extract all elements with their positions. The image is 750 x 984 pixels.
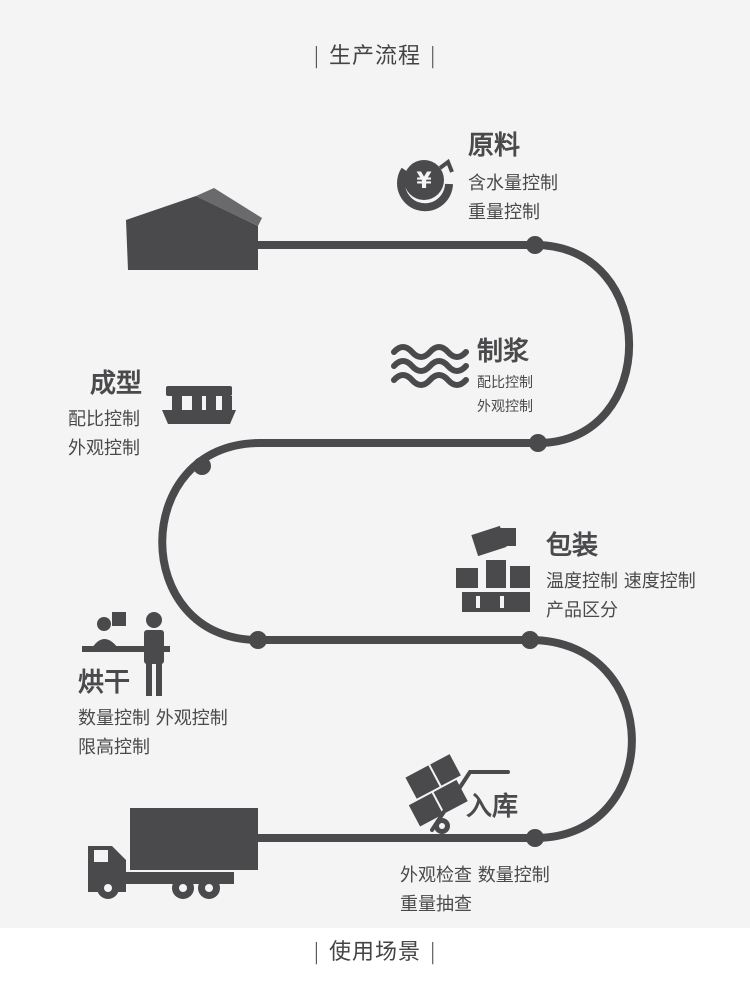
- factory-icon: [126, 188, 262, 270]
- step-title: 包装: [546, 531, 599, 561]
- step-raw-material: 原料 含水量控制 重量控制: [468, 133, 558, 227]
- step-detail: 限高控制: [78, 737, 150, 758]
- divider-right: |: [429, 44, 438, 69]
- step-title: 成型: [90, 369, 143, 399]
- truck-icon: [88, 808, 258, 899]
- header-title: 生产流程: [328, 44, 421, 69]
- step-title: 原料: [468, 131, 521, 161]
- step-warehousing: 入库: [466, 794, 518, 820]
- step-detail: 外观控制: [477, 399, 533, 415]
- workers-icon: [82, 612, 170, 696]
- process-path: [158, 241, 636, 842]
- waves-icon: [391, 344, 469, 388]
- step-detail: 配比控制: [477, 375, 533, 391]
- step-detail: 产品区分: [546, 600, 618, 621]
- divider-right: |: [429, 940, 438, 965]
- step-forming: 成型: [90, 371, 142, 397]
- step-pulping: 制浆 配比控制 外观控制: [477, 339, 533, 419]
- step-forming-details: 配比控制 外观控制: [68, 405, 140, 463]
- step-detail: 配比控制: [68, 409, 140, 430]
- step-warehousing-details: 外观检查 数量控制 重量抽查: [400, 861, 550, 919]
- yen-scale-icon: ¥: [397, 158, 454, 212]
- footer-title: 使用场景: [328, 940, 421, 965]
- divider-left: |: [312, 940, 321, 965]
- node-warehousing: [526, 829, 544, 847]
- step-detail: 数量控制 外观控制: [78, 708, 228, 729]
- boxes-icon: [456, 525, 530, 612]
- step-detail: 外观检查 数量控制: [400, 865, 550, 886]
- node-drying: [249, 631, 267, 649]
- step-detail: 重量控制: [468, 202, 540, 223]
- process-flow-diagram: ¥: [82, 158, 636, 899]
- step-drying: 烘干 数量控制 外观控制 限高控制: [78, 670, 228, 762]
- divider-left: |: [312, 44, 321, 69]
- step-detail: 外观控制: [68, 438, 140, 459]
- step-title: 入库: [466, 792, 519, 822]
- step-title: 制浆: [477, 337, 530, 367]
- step-title: 烘干: [78, 668, 131, 698]
- svg-text:¥: ¥: [416, 169, 432, 194]
- diagram-header: | 生产流程 |: [0, 38, 750, 70]
- step-detail: 重量抽查: [400, 894, 472, 915]
- step-packaging: 包装 温度控制 速度控制 产品区分: [546, 533, 696, 625]
- section-footer: | 使用场景 |: [0, 934, 750, 966]
- node-raw-material: [526, 236, 544, 254]
- step-detail: 温度控制 速度控制: [546, 571, 696, 592]
- egg-tray-icon: [162, 386, 236, 424]
- node-packaging: [521, 631, 539, 649]
- node-forming: [193, 457, 211, 475]
- step-detail: 含水量控制: [468, 173, 558, 194]
- node-pulping: [529, 434, 547, 452]
- hand-truck-icon: [405, 754, 510, 834]
